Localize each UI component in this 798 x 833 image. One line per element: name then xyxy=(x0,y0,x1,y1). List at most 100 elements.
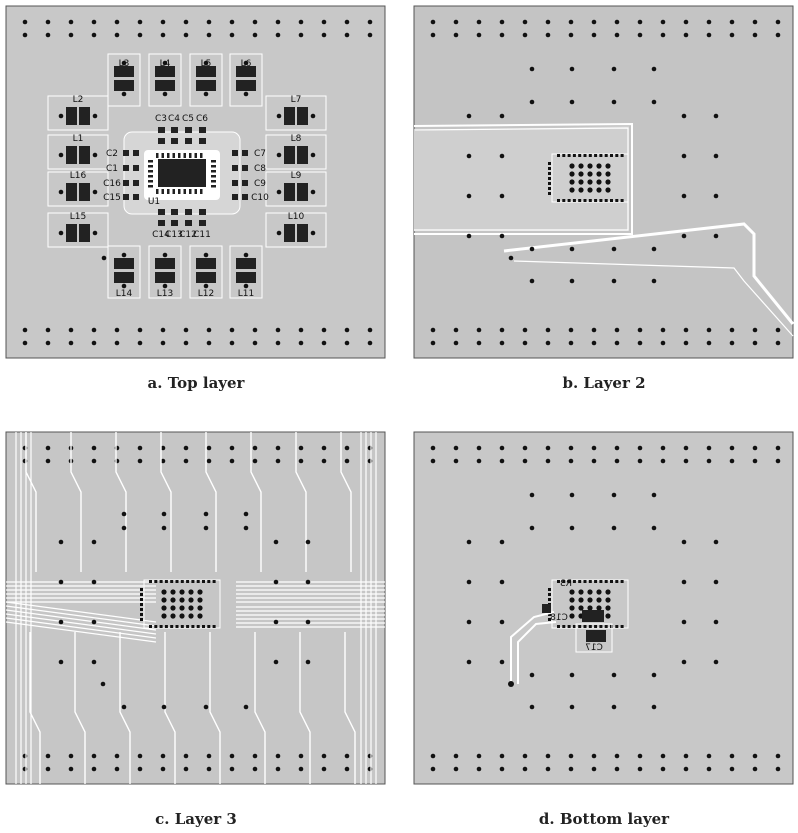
component-outline xyxy=(189,53,223,107)
via xyxy=(91,458,97,464)
via xyxy=(68,19,74,25)
pin xyxy=(191,580,195,583)
pin xyxy=(175,580,179,583)
via xyxy=(160,32,166,38)
via xyxy=(91,32,97,38)
trace xyxy=(119,632,131,784)
trace xyxy=(29,632,41,784)
inductor-label: L7 xyxy=(291,95,302,105)
pin xyxy=(610,154,613,157)
component-outline xyxy=(265,95,327,131)
trace xyxy=(299,632,311,784)
via xyxy=(752,19,758,25)
component-outline xyxy=(229,245,263,299)
pin xyxy=(140,608,143,611)
pin xyxy=(572,154,576,157)
pin xyxy=(567,625,571,628)
via xyxy=(453,445,459,451)
pin xyxy=(620,580,624,583)
via xyxy=(179,589,185,595)
ic-pin xyxy=(172,189,175,194)
cap-pad xyxy=(185,220,192,226)
ic-pin xyxy=(148,175,153,178)
via xyxy=(529,525,535,531)
pin xyxy=(620,199,624,202)
via xyxy=(545,753,551,759)
pin xyxy=(207,625,211,628)
via xyxy=(22,753,28,759)
ic-pin xyxy=(167,189,170,194)
via xyxy=(137,753,143,759)
pin xyxy=(186,580,190,583)
via xyxy=(305,659,311,665)
pin xyxy=(604,580,608,583)
pin xyxy=(548,167,551,170)
pin xyxy=(562,154,566,157)
via xyxy=(681,113,687,119)
ic-pin xyxy=(148,185,153,188)
via xyxy=(298,753,304,759)
pin xyxy=(578,580,582,583)
pin xyxy=(620,154,624,157)
inductor-label: L12 xyxy=(198,289,214,299)
via xyxy=(45,340,51,346)
via xyxy=(611,246,617,252)
via xyxy=(596,597,602,603)
component-outline xyxy=(47,171,109,207)
via xyxy=(162,283,168,289)
trace xyxy=(205,432,217,572)
ic-pin xyxy=(194,189,197,194)
inductor-label: L6 xyxy=(241,59,252,69)
via xyxy=(162,91,168,97)
via xyxy=(68,340,74,346)
pin xyxy=(604,154,608,157)
via xyxy=(529,99,535,105)
via xyxy=(499,340,505,346)
via xyxy=(713,113,719,119)
via xyxy=(229,19,235,25)
cap-pad xyxy=(185,138,192,144)
via xyxy=(45,327,51,333)
via xyxy=(569,613,575,619)
via xyxy=(660,19,666,25)
pin xyxy=(599,625,603,628)
cap-label: C15 xyxy=(103,193,121,203)
capacitor-c17-body xyxy=(586,630,606,642)
via xyxy=(183,327,189,333)
pin xyxy=(583,625,587,628)
via xyxy=(569,246,575,252)
via xyxy=(651,278,657,284)
via xyxy=(529,66,535,72)
via xyxy=(476,445,482,451)
via xyxy=(92,189,98,195)
trace xyxy=(503,222,795,325)
via xyxy=(611,704,617,710)
via xyxy=(229,32,235,38)
via xyxy=(499,619,505,625)
via xyxy=(367,445,373,451)
via xyxy=(568,19,574,25)
via xyxy=(529,704,535,710)
board-outline xyxy=(5,431,386,785)
via xyxy=(453,32,459,38)
inductor-pad xyxy=(79,183,90,201)
via xyxy=(568,327,574,333)
via xyxy=(170,605,176,611)
via xyxy=(206,766,212,772)
via xyxy=(91,766,97,772)
cap-pad xyxy=(242,165,248,171)
via xyxy=(596,163,602,169)
via xyxy=(298,458,304,464)
inductor-pad xyxy=(155,272,175,283)
inductor-pad xyxy=(155,66,175,77)
via xyxy=(637,445,643,451)
pin xyxy=(557,625,560,628)
via xyxy=(651,66,657,72)
via xyxy=(605,187,611,193)
via xyxy=(183,766,189,772)
cap-pad xyxy=(171,127,178,133)
via xyxy=(170,613,176,619)
pin xyxy=(572,580,576,583)
via xyxy=(137,340,143,346)
via xyxy=(729,340,735,346)
